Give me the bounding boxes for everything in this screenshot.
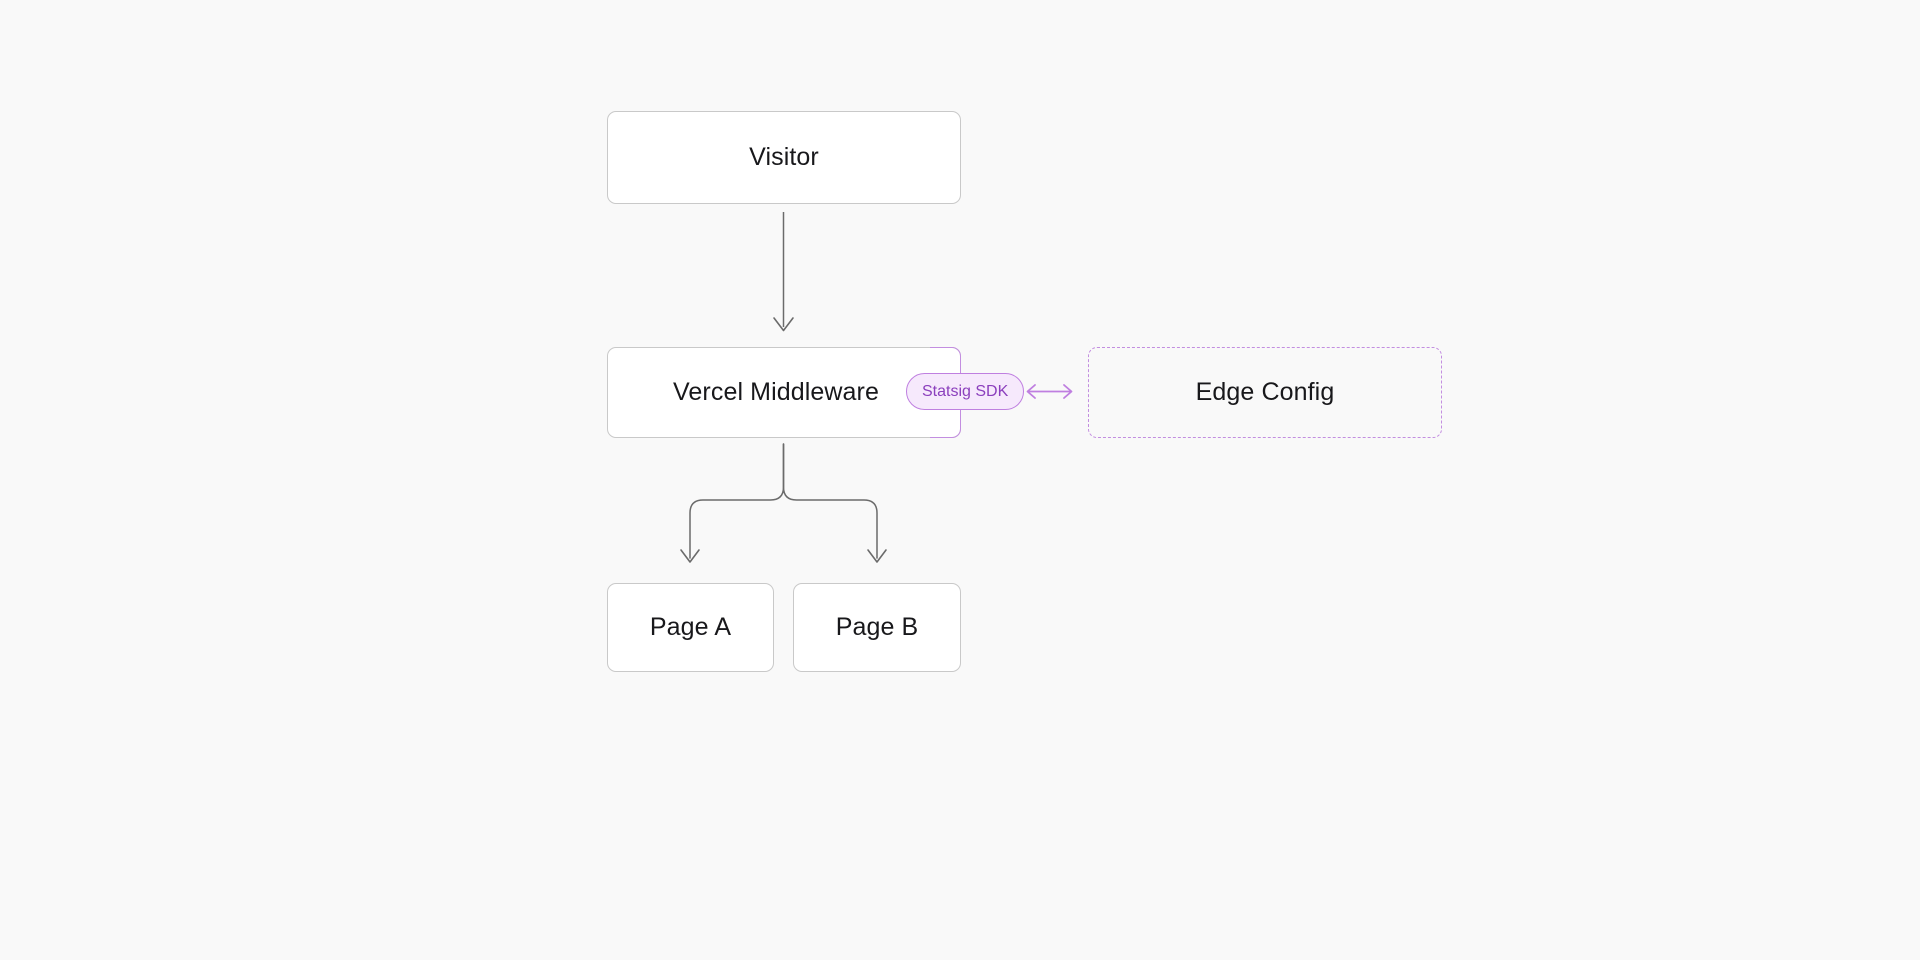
node-edge-config[interactable]: Edge Config bbox=[1088, 347, 1442, 438]
node-visitor-label: Visitor bbox=[749, 143, 819, 171]
node-visitor[interactable]: Visitor bbox=[607, 111, 961, 204]
edge-statsig-to-edge-config bbox=[1026, 384, 1073, 399]
badge-statsig-sdk[interactable]: Statsig SDK bbox=[906, 373, 1025, 410]
edge-middleware-to-page-b bbox=[782, 443, 887, 563]
node-page-b-label: Page B bbox=[835, 613, 919, 641]
badge-statsig-sdk-label: Statsig SDK bbox=[922, 382, 1009, 400]
node-page-a[interactable]: Page A bbox=[607, 583, 774, 672]
node-edge-config-label: Edge Config bbox=[1195, 378, 1335, 406]
edge-visitor-to-middleware bbox=[773, 212, 794, 332]
edge-middleware-to-page-a bbox=[680, 443, 785, 563]
node-page-b[interactable]: Page B bbox=[793, 583, 961, 672]
node-page-a-label: Page A bbox=[649, 613, 732, 641]
node-vercel-middleware-label: Vercel Middleware bbox=[673, 378, 879, 406]
